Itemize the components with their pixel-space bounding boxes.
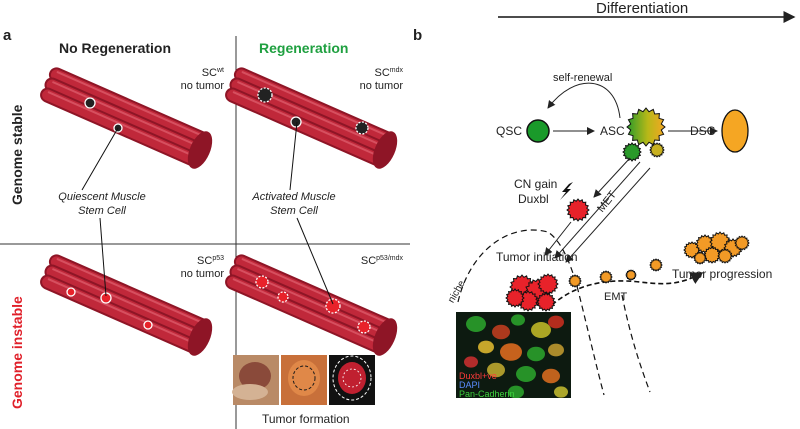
dsc-cell <box>721 109 749 153</box>
label-self-renewal: self-renewal <box>553 72 613 84</box>
lightning-icon <box>560 182 573 200</box>
leader-line-quiescent-top <box>81 127 119 191</box>
genotype-label-bottom-right: SCp53/mdx <box>360 255 403 267</box>
stem-cell <box>290 116 302 128</box>
microscopy-texture <box>464 314 568 398</box>
asc-to-duxbl-arrow <box>593 157 631 198</box>
stained-cell <box>466 316 486 332</box>
tumor-initiation-cell <box>536 292 556 312</box>
column-heading-regeneration: Regeneration <box>259 40 349 56</box>
asc-cell-cluster <box>622 107 666 162</box>
label-dsc: DSC <box>690 124 716 138</box>
fiber-bundle-mdx <box>225 67 398 169</box>
stained-cell <box>554 386 568 398</box>
leader-line-activated-top <box>289 121 298 191</box>
migrating-tumor-cell <box>599 270 613 284</box>
fiber-bundle-p53 <box>40 254 213 356</box>
stained-cell <box>500 343 522 361</box>
stained-cell <box>487 362 505 378</box>
stained-cell <box>548 315 564 329</box>
fiber-bundle-p53-mdx <box>225 254 398 356</box>
stem-cell <box>143 320 153 330</box>
stem-cell <box>277 291 289 303</box>
stained-cell <box>531 322 551 338</box>
genotype-label-bottom-left: SCp53 no tumor <box>180 255 224 280</box>
panel-letter-a: a <box>3 27 12 44</box>
label-emt: EMT <box>604 291 628 303</box>
stem-cell <box>84 97 96 109</box>
self-renewal-arrow <box>547 82 621 119</box>
stem-cell <box>325 298 341 314</box>
fiber-bundle-wt <box>40 67 213 169</box>
tumor-progression-cell <box>703 246 721 264</box>
duxbl-spiky-cell <box>566 198 590 222</box>
asc-to-initiation-arrow-1 <box>554 161 641 259</box>
leader-line-activated-bottom <box>296 217 334 305</box>
stem-cell <box>257 87 273 103</box>
stained-cell <box>478 340 494 354</box>
migrating-tumor-cell <box>625 269 637 281</box>
microscopy-image: Duxbl+ve DAPI Pan-Cadherin <box>456 312 571 398</box>
label-differentiation: Differentiation <box>596 0 689 17</box>
legend-pan-cadherin: Pan-Cadherin <box>459 389 515 398</box>
column-heading-no-regeneration: No Regeneration <box>59 40 172 56</box>
row-heading-genome-stable: Genome stable <box>9 104 25 205</box>
panel-letter-b: b <box>413 27 423 44</box>
asc-cell-small <box>622 142 642 162</box>
emt-arrow <box>551 272 704 306</box>
label-tumor-formation: Tumor formation <box>262 412 350 426</box>
stained-cell <box>548 343 564 357</box>
tumor-progression-cell <box>693 251 707 265</box>
asc-to-initiation-arrow-2 <box>565 167 651 263</box>
asc-cell-small <box>649 142 665 158</box>
label-cn-gain: CN gain <box>514 177 558 191</box>
duxbl-cell <box>566 198 590 222</box>
tumor-clusters <box>505 231 750 312</box>
stained-cell <box>527 346 545 362</box>
duxbl-to-initiation-arrow <box>544 221 572 256</box>
leader-line-quiescent-bottom <box>99 217 107 297</box>
stained-cell <box>508 385 524 398</box>
asc-cell-large <box>626 107 666 147</box>
niche-boundary <box>457 229 605 396</box>
stained-cell <box>516 366 536 382</box>
niche-boundary-right <box>621 294 651 393</box>
genotype-label-top-right: SCmdx no tumor <box>359 67 403 92</box>
label-qsc: QSC <box>496 124 523 138</box>
stem-cell <box>66 287 76 297</box>
stained-cell <box>511 314 525 326</box>
stem-cell <box>255 275 269 289</box>
tumor-initiation-cell <box>537 273 559 295</box>
genotype-label-top-left: SCwt no tumor <box>180 67 224 92</box>
stem-cell <box>357 320 371 334</box>
muscle-fibers <box>40 67 398 356</box>
tumor-formation-photos <box>232 355 375 405</box>
stem-cell <box>355 121 369 135</box>
stained-cell <box>492 324 510 340</box>
stained-cell <box>464 356 478 368</box>
stained-cell <box>542 368 560 384</box>
tumor-initiation-cell <box>505 288 525 308</box>
qsc-cell <box>526 119 550 143</box>
legend-duxbl: Duxbl+ve <box>459 371 497 381</box>
row-heading-genome-instable: Genome instable <box>9 296 25 409</box>
migrating-tumor-cell <box>568 274 582 288</box>
label-tumor-progression: Tumor progression <box>672 267 773 281</box>
label-tumor-initiation: Tumor initiation <box>496 250 578 264</box>
migrating-tumor-cell <box>649 258 663 272</box>
tumor-progression-cell <box>734 235 750 251</box>
label-asc: ASC <box>600 124 625 138</box>
label-duxbl: Duxbl <box>518 192 549 206</box>
tumor-progression-cell <box>717 248 733 264</box>
legend-dapi: DAPI <box>459 380 481 390</box>
